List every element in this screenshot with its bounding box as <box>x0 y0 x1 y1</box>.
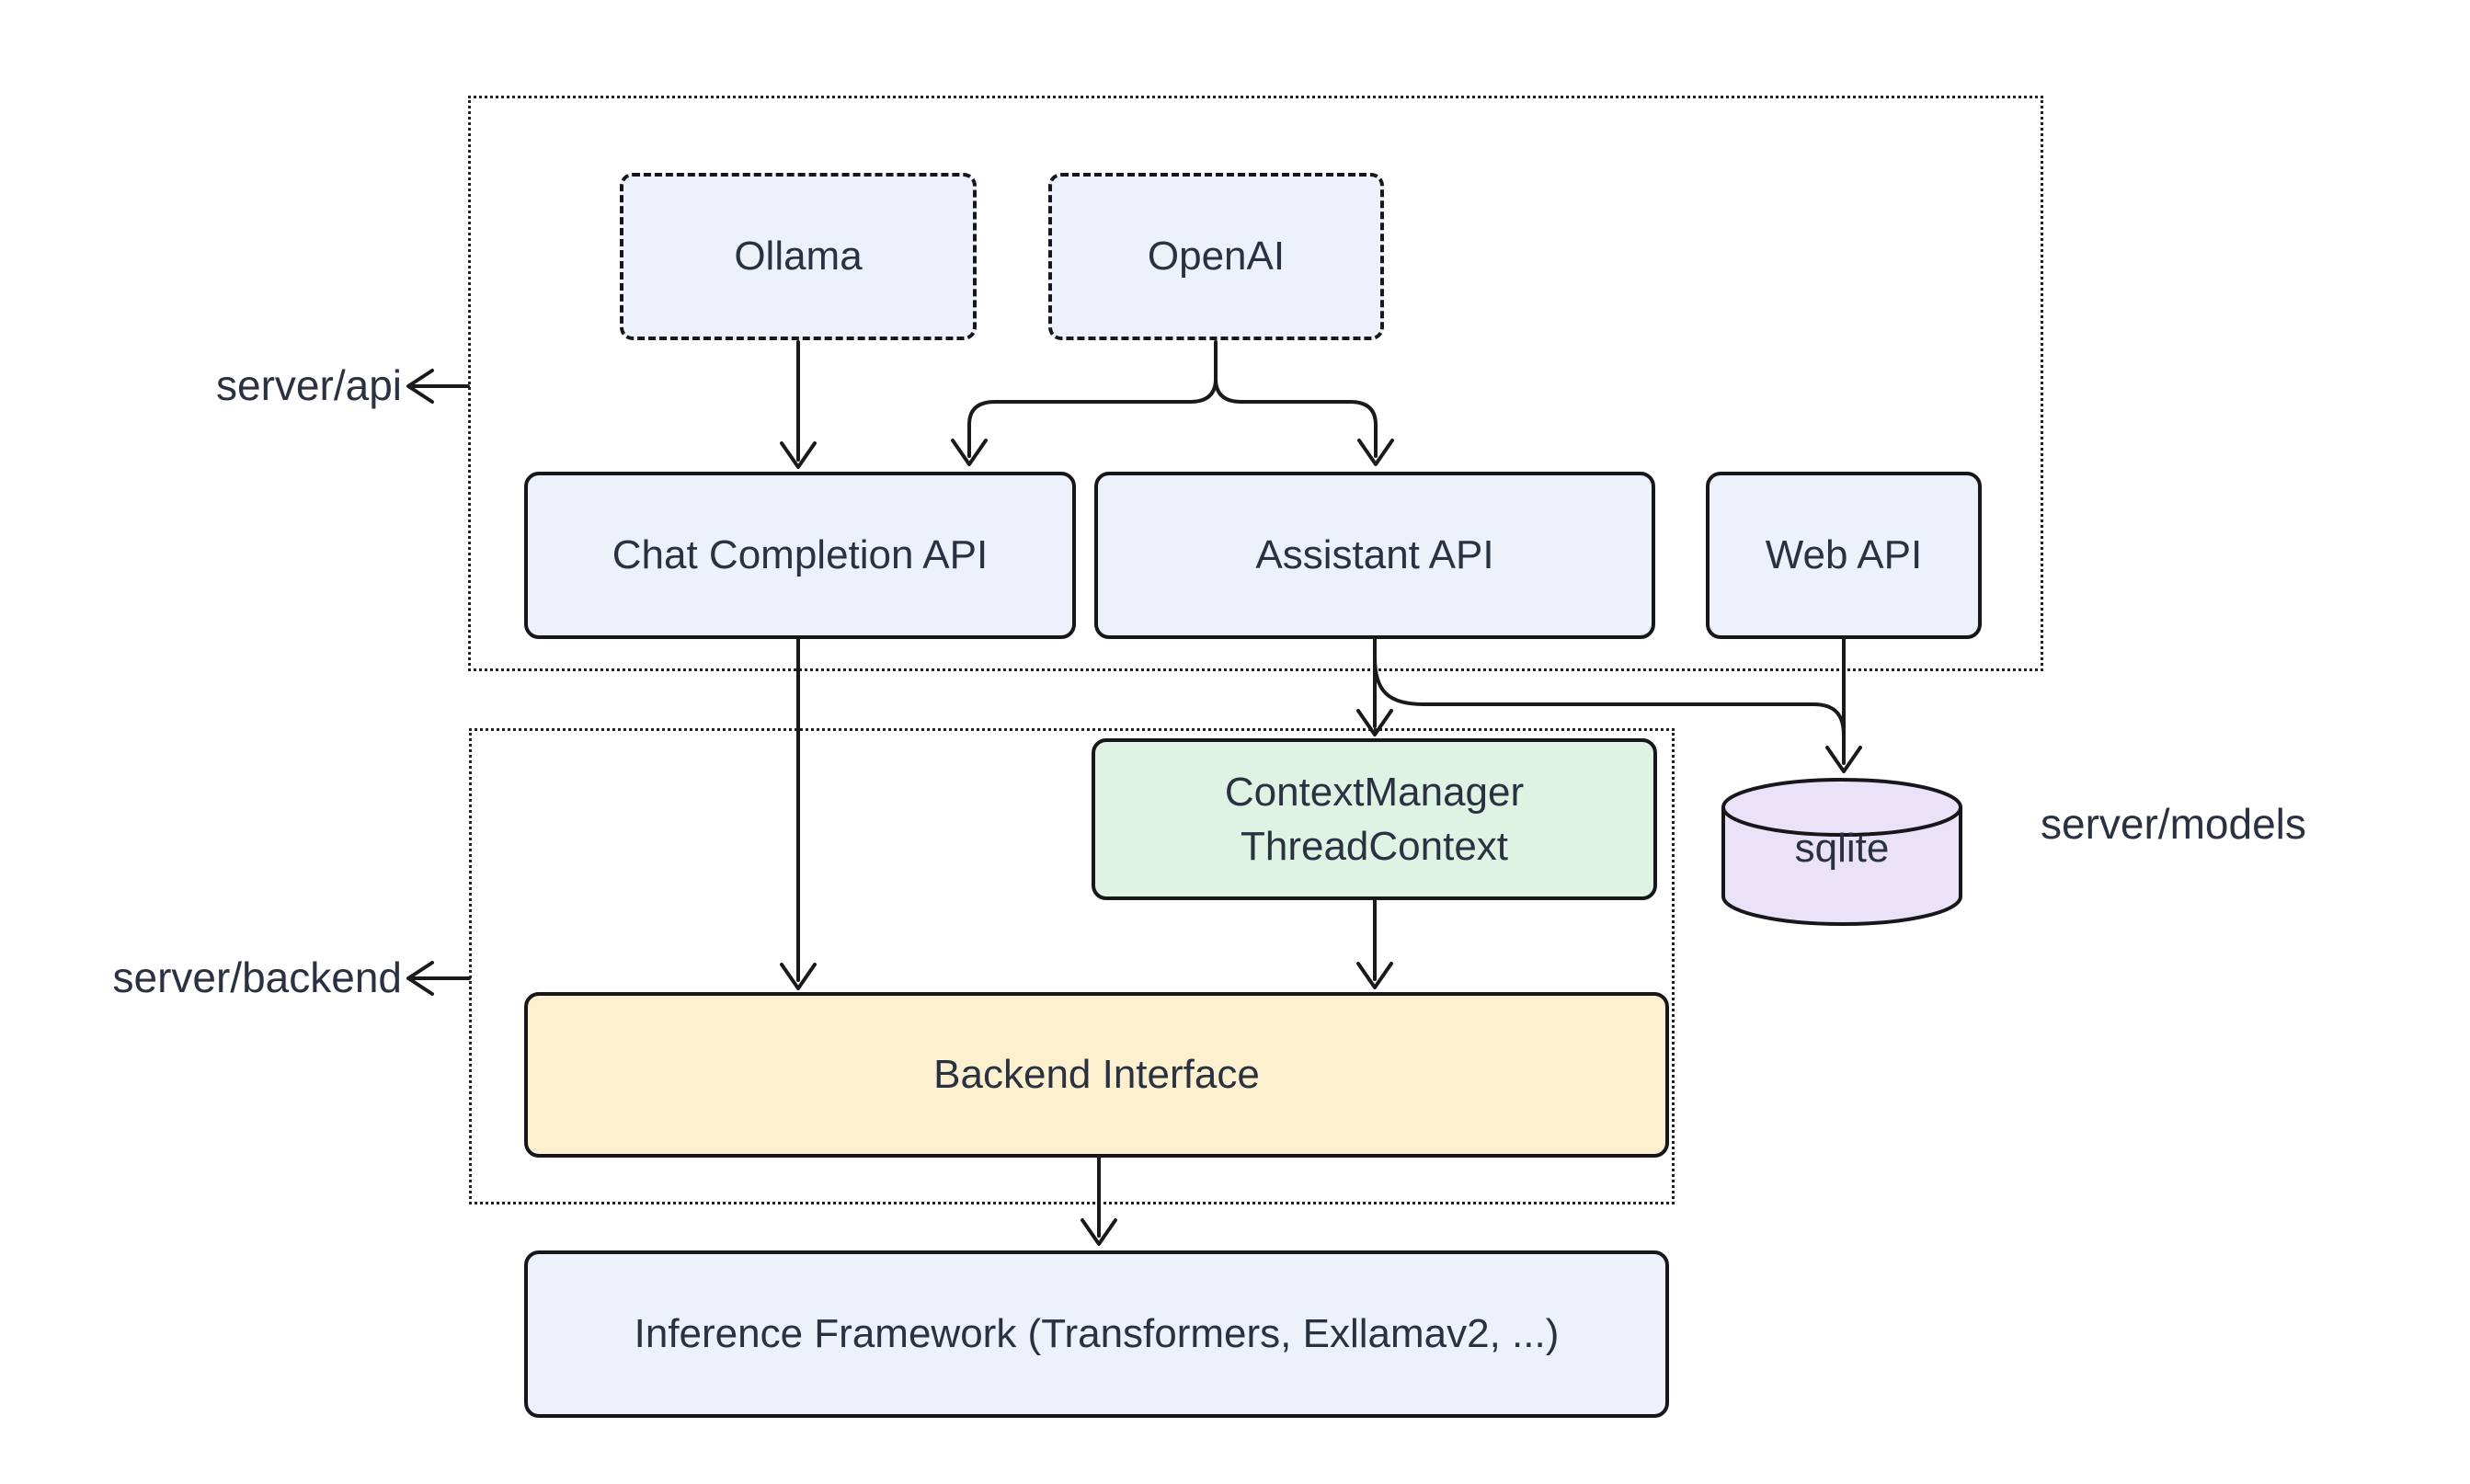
node-sqlite-label: sqlite <box>1794 826 1890 871</box>
cylinder-body <box>1721 807 1962 926</box>
arrowhead-down-icon <box>1081 1218 1117 1246</box>
node-chat-completion-api-label: Chat Completion API <box>612 532 989 578</box>
arrowhead-left-icon <box>406 961 434 996</box>
node-context-manager-line2: ThreadContext <box>1240 824 1509 869</box>
edge-openai-to-chat-api <box>967 377 1218 458</box>
node-openai-label: OpenAI <box>1147 234 1286 280</box>
arrowhead-down-icon <box>780 441 817 469</box>
node-web-api-label: Web API <box>1765 532 1923 578</box>
arrowhead-down-icon <box>951 439 988 466</box>
edge-openai-to-assistant-api <box>1214 377 1378 458</box>
node-backend-interface: Backend Interface <box>524 992 1669 1158</box>
edge-assistant-api-to-sqlite <box>1373 656 1846 737</box>
node-assistant-api-label: Assistant API <box>1255 532 1494 578</box>
node-context-manager: ContextManager ThreadContext <box>1092 738 1657 900</box>
cylinder-top <box>1721 778 1962 837</box>
node-web-api: Web API <box>1706 472 1982 639</box>
label-server-backend: server/backend <box>112 953 403 1001</box>
node-inference-framework-label: Inference Framework (Transformers, Exlla… <box>634 1311 1560 1357</box>
server-api-container <box>468 96 2043 671</box>
node-assistant-api: Assistant API <box>1094 472 1655 639</box>
label-server-api: server/api <box>216 361 402 409</box>
node-ollama: Ollama <box>620 173 977 340</box>
server-backend-container <box>469 728 1675 1204</box>
arrowhead-down-icon <box>780 963 817 990</box>
arrowhead-down-icon <box>1356 962 1393 989</box>
node-chat-completion-api: Chat Completion API <box>524 472 1076 639</box>
sqlite-cylinder <box>1721 778 1962 926</box>
arrowhead-left-icon <box>406 369 434 404</box>
node-openai: OpenAI <box>1048 173 1384 340</box>
node-inference-framework: Inference Framework (Transformers, Exlla… <box>524 1250 1669 1418</box>
node-ollama-label: Ollama <box>734 234 863 280</box>
node-backend-interface-label: Backend Interface <box>933 1052 1260 1098</box>
arrowhead-down-icon <box>1825 746 1862 773</box>
arrowhead-down-icon <box>1357 439 1394 466</box>
label-server-models: server/models <box>2041 800 2306 848</box>
arrowhead-down-icon <box>1356 709 1393 736</box>
node-context-manager-line1: ContextManager <box>1224 769 1525 815</box>
